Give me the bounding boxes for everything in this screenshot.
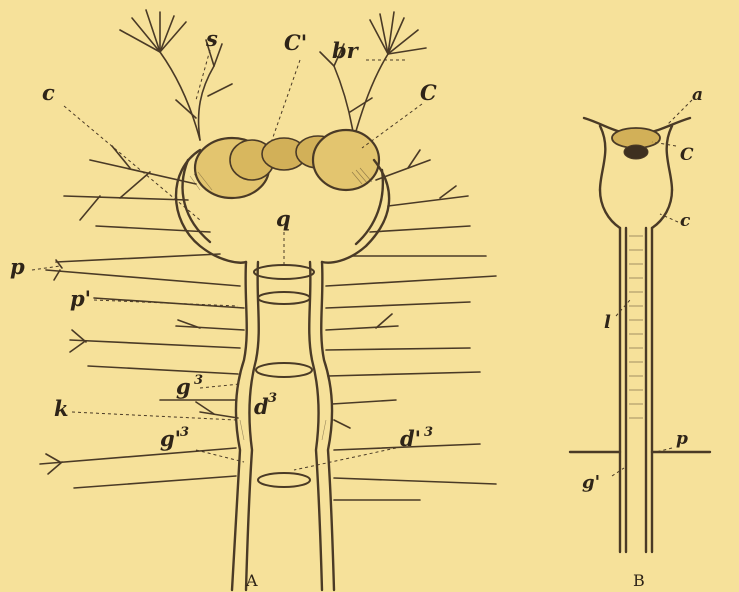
label-d3-superscript: 3 [268,391,277,406]
label-k: k [54,396,69,421]
caption-a: A [245,571,258,590]
label-br: br [332,38,360,63]
label-d3: d [254,394,269,419]
label-q: q [276,206,291,231]
label-c-upper-b: C [680,145,694,165]
figure-a: s C' br C c q p p' g 3 k d 3 g' 3 d' 3 A [10,10,496,590]
label-g3: g [176,374,191,399]
right-tentacle-nerves [320,12,426,138]
label-c-prime: C' [284,30,307,55]
label-d-prime3-superscript: 3 [424,425,433,440]
label-p-prime: p' [70,286,91,311]
figure-b-ganglion [612,128,660,159]
label-d-prime3: d' [400,426,421,451]
label-p-b: p [676,429,688,449]
label-g-prime: g' [582,472,600,493]
commissure-rings [254,265,314,487]
label-c-lower-a: c [42,80,55,105]
caption-b: B [633,571,645,590]
ventral-nerve-cord [232,262,334,590]
label-g3-superscript: 3 [194,373,203,388]
lateral-nerves [40,146,496,500]
figure-b-hatching [629,236,643,418]
cerebral-ganglia [195,130,379,198]
label-g-prime3: g' [160,426,181,451]
label-a: a [692,85,703,105]
figure-b: a C c l p g' B [570,85,710,590]
label-s: s [205,26,218,51]
label-l: l [604,312,611,333]
label-p-a: p [10,254,25,279]
label-c-upper-a: C [420,80,437,105]
label-g-prime3-superscript: 3 [180,425,189,440]
label-c-lower-b: c [680,211,691,231]
